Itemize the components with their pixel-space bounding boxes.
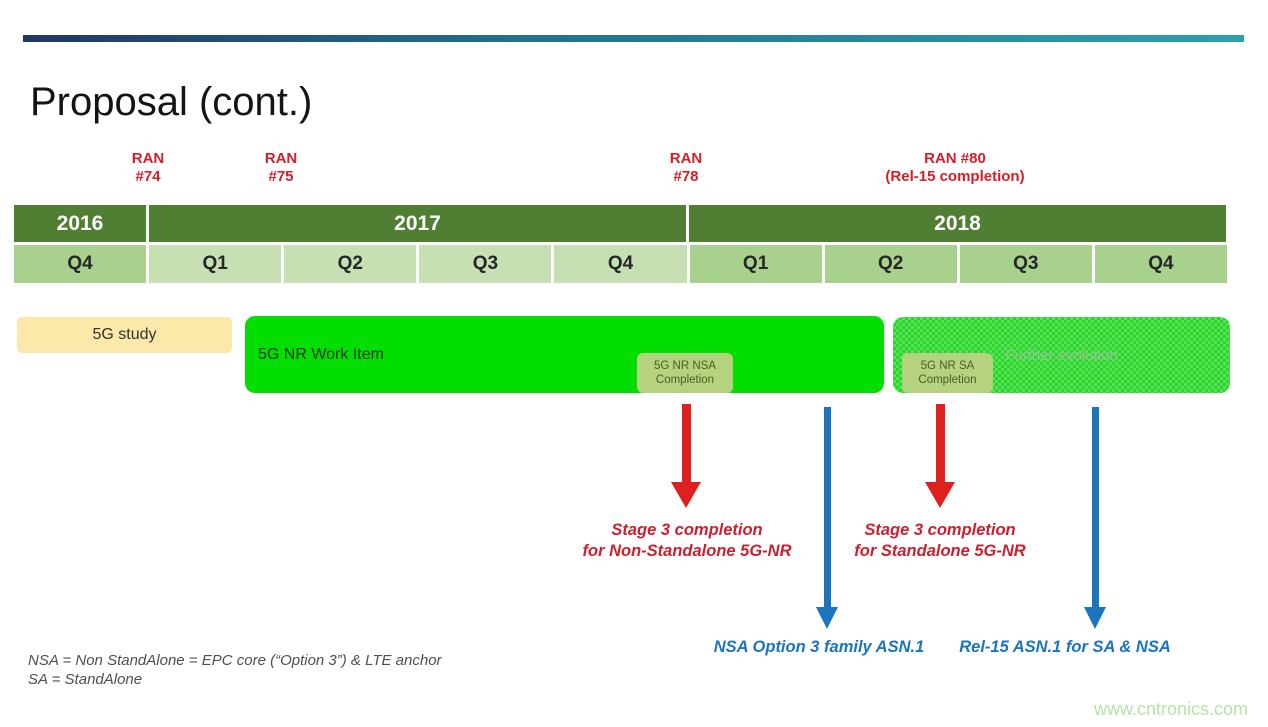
milestone-line: (Rel-15 completion)	[885, 168, 1025, 185]
caption-stage3-sa: Stage 3 completion for Standalone 5G-NR	[854, 520, 1025, 562]
arrow-shaft	[823, 407, 831, 607]
caption-line: for Standalone 5G-NR	[854, 542, 1026, 560]
milestone-ran-78: RAN #78	[670, 150, 703, 186]
accent-divider	[23, 35, 1244, 42]
milestone-ran-75: RAN #75	[265, 150, 298, 186]
footnote-line: NSA = Non StandAlone = EPC core (“Option…	[28, 652, 442, 669]
watermark: www.cntronics.com	[1093, 699, 1248, 719]
quarter-cell-2017-q1: Q1	[149, 245, 282, 283]
caption-line: for Non-Standalone 5G-NR	[582, 542, 792, 560]
tag-line: 5G NR NSA	[654, 360, 716, 372]
timeline-quarter-row: Q4 Q1 Q2 Q3 Q4 Q1 Q2 Q3 Q4	[14, 245, 1227, 283]
tag-line: Completion	[918, 374, 977, 386]
arrow-head	[1084, 607, 1106, 629]
arrow-shaft	[935, 404, 945, 482]
bar-label: Further evolution	[1005, 346, 1118, 364]
milestone-ran-74: RAN #74	[132, 150, 165, 186]
quarter-cell-2016-q4: Q4	[14, 245, 147, 283]
caption-line: Stage 3 completion	[864, 521, 1016, 539]
bar-5g-nr-work-item: 5G NR Work Item	[245, 316, 884, 393]
footnote-line: SA = StandAlone	[28, 671, 143, 688]
milestone-line: RAN #80	[924, 150, 986, 167]
quarter-cell-2018-q3: Q3	[959, 245, 1092, 283]
milestone-line: RAN	[669, 150, 703, 167]
year-cell-2018: 2018	[689, 205, 1226, 242]
milestone-line: RAN	[264, 150, 298, 167]
quarter-cell-2017-q3: Q3	[419, 245, 552, 283]
bar-5g-study: 5G study	[17, 317, 232, 353]
caption-rel15-asn1: Rel-15 ASN.1 for SA & NSA	[959, 638, 1171, 656]
bar-label: 5G NR Work Item	[258, 345, 384, 363]
milestone-line: RAN	[131, 150, 165, 167]
quarter-cell-2018-q2: Q2	[824, 245, 957, 283]
page-title: Proposal (cont.)	[30, 80, 313, 124]
blue-down-arrow-icon	[816, 407, 838, 629]
arrow-shaft	[1091, 407, 1099, 607]
arrow-head	[671, 482, 701, 508]
arrow-head	[816, 607, 838, 629]
tag-5g-nr-sa-completion: 5G NR SA Completion	[902, 353, 993, 393]
milestone-ran-80: RAN #80 (Rel-15 completion)	[885, 150, 1024, 186]
tag-line: Completion	[655, 374, 715, 386]
quarter-cell-2017-q2: Q2	[284, 245, 417, 283]
year-cell-2016: 2016	[14, 205, 146, 242]
tag-line: 5G NR SA	[920, 360, 975, 372]
milestone-line: #78	[673, 168, 699, 185]
quarter-cell-2018-q1: Q1	[689, 245, 822, 283]
caption-nsa-asn1: NSA Option 3 family ASN.1	[713, 638, 925, 656]
footnote: NSA = Non StandAlone = EPC core (“Option…	[28, 651, 442, 689]
milestone-line: #75	[268, 168, 294, 185]
red-down-arrow-icon	[925, 404, 955, 508]
year-cell-2017: 2017	[149, 205, 686, 242]
red-down-arrow-icon	[671, 404, 701, 508]
caption-stage3-nsa: Stage 3 completion for Non-Standalone 5G…	[583, 520, 792, 562]
arrow-shaft	[681, 404, 691, 482]
blue-down-arrow-icon	[1084, 407, 1106, 629]
milestone-line: #74	[135, 168, 161, 185]
quarter-cell-2017-q4: Q4	[554, 245, 687, 283]
bar-label: 5G study	[92, 326, 157, 343]
timeline-year-row: 2016 2017 2018	[14, 205, 1227, 242]
caption-line: Stage 3 completion	[611, 521, 763, 539]
tag-5g-nr-nsa-completion: 5G NR NSA Completion	[637, 353, 733, 393]
quarter-cell-2018-q4: Q4	[1094, 245, 1227, 283]
arrow-head	[925, 482, 955, 508]
